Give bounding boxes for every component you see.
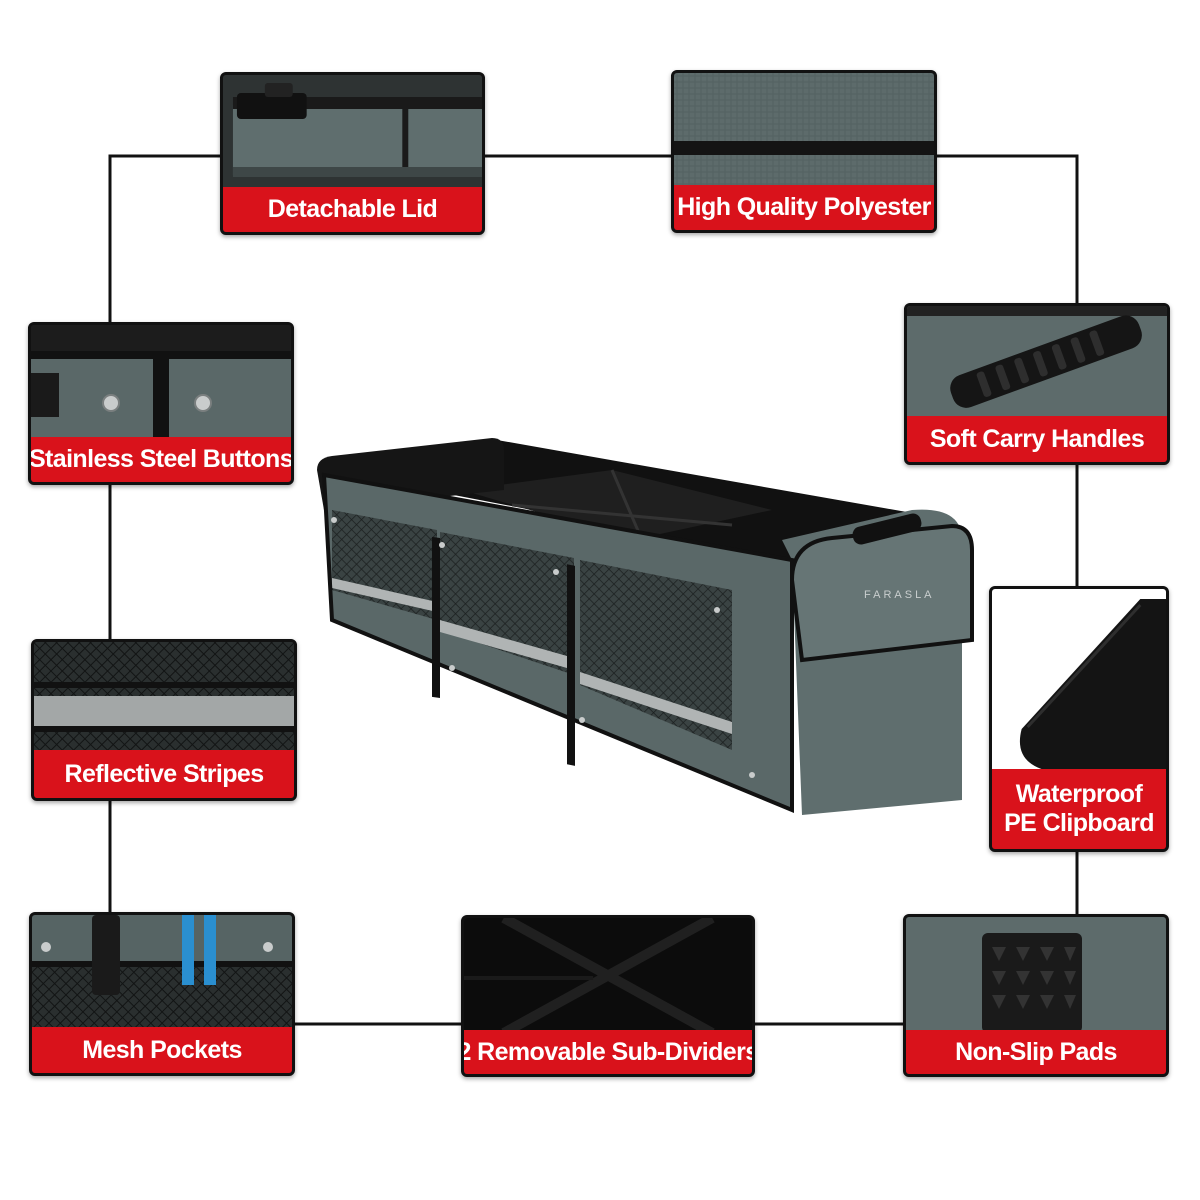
feature-card-soft-carry-handles: Soft Carry Handles xyxy=(904,303,1170,465)
pe-clipboard-label-line1: Waterproof xyxy=(1015,780,1143,809)
brand-logo: FARASLA xyxy=(864,589,935,601)
reflective-stripes-label: Reflective Stripes xyxy=(34,750,294,798)
non-slip-pads-label: Non-Slip Pads xyxy=(906,1030,1166,1074)
feature-card-non-slip-pads: Non-Slip Pads xyxy=(903,914,1169,1077)
carry-handles-label: Soft Carry Handles xyxy=(907,416,1167,462)
pe-clipboard-photo xyxy=(992,589,1166,769)
feature-card-sub-dividers: 2 Removable Sub-Dividers xyxy=(461,915,755,1077)
feature-card-stainless-steel-buttons: Stainless Steel Buttons xyxy=(28,322,294,485)
feature-card-mesh-pockets: Mesh Pockets xyxy=(29,912,295,1076)
non-slip-pad-photo xyxy=(906,917,1166,1033)
polyester-photo xyxy=(674,73,934,188)
feature-card-waterproof-pe-clipboard: Waterproof PE Clipboard xyxy=(989,586,1169,852)
feature-card-detachable-lid: Detachable Lid xyxy=(220,72,485,235)
mesh-pockets-photo xyxy=(32,915,292,1031)
reflective-stripes-photo xyxy=(34,642,294,754)
detachable-lid-label: Detachable Lid xyxy=(223,187,482,232)
detachable-lid-photo xyxy=(223,75,482,190)
steel-buttons-label: Stainless Steel Buttons xyxy=(31,437,291,482)
sub-dividers-label: 2 Removable Sub-Dividers xyxy=(464,1030,752,1074)
mesh-pockets-label: Mesh Pockets xyxy=(32,1027,292,1073)
pe-clipboard-label: Waterproof PE Clipboard xyxy=(992,769,1166,849)
sub-dividers-photo xyxy=(464,918,752,1033)
polyester-label: High Quality Polyester xyxy=(674,185,934,230)
carry-handle-icon xyxy=(852,513,922,545)
steel-buttons-photo xyxy=(31,325,291,440)
carry-handle-photo xyxy=(907,306,1167,420)
steel-button-left-icon xyxy=(102,394,120,412)
feature-card-high-quality-polyester: High Quality Polyester xyxy=(671,70,937,233)
trunk-organizer-product-image: FARASLA xyxy=(312,430,992,830)
feature-card-reflective-stripes: Reflective Stripes xyxy=(31,639,297,801)
steel-button-right-icon xyxy=(194,394,212,412)
pe-clipboard-label-line2: PE Clipboard xyxy=(1004,809,1154,837)
